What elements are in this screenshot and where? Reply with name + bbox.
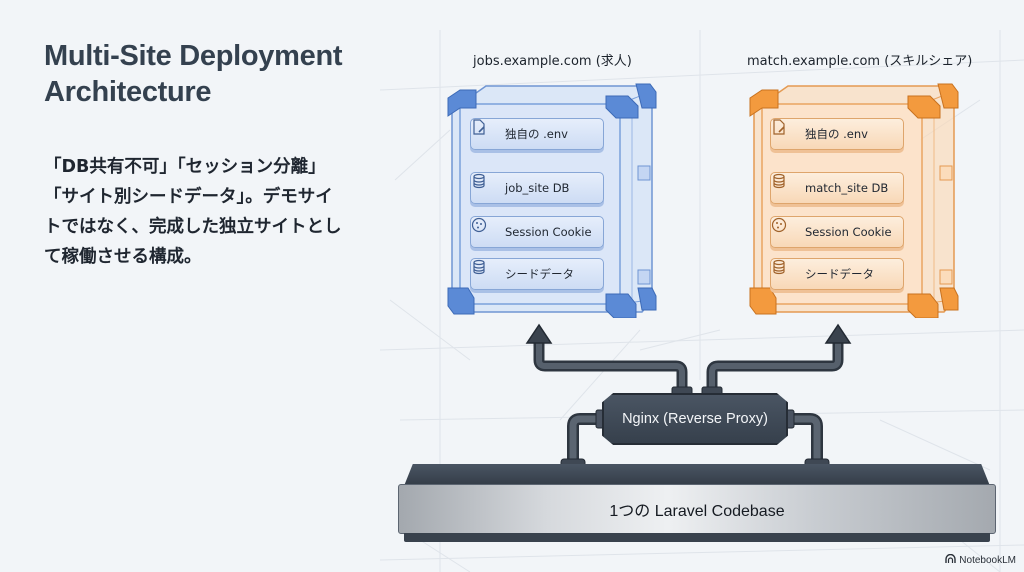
file-edit-icon: [773, 119, 797, 142]
module-db: job_site DB: [470, 172, 604, 204]
module-db: match_site DB: [770, 172, 904, 204]
module-label: シードデータ: [505, 267, 574, 281]
codebase-top-plate: [404, 464, 990, 486]
module-label: 独自の .env: [805, 127, 868, 141]
site-cabinet-match: 独自の .env match_site DB Session Cookie シー…: [748, 78, 960, 318]
module-seed: シードデータ: [470, 258, 604, 290]
page-title: Multi-Site Deployment Architecture: [44, 38, 343, 110]
cookie-icon: [471, 217, 497, 240]
database-icon: [473, 259, 497, 282]
brand-label: NotebookLM: [959, 554, 1016, 566]
database-icon: [473, 173, 497, 196]
notebooklm-logo-icon: [945, 553, 956, 566]
module-session: Session Cookie: [770, 216, 904, 248]
cookie-icon: [771, 217, 797, 240]
module-label: job_site DB: [505, 181, 570, 195]
codebase-bar: 1つの Laravel Codebase: [398, 484, 996, 534]
file-edit-icon: [473, 119, 497, 142]
description-text: 「DB共有不可」「セッション分離」「サイト別シードデータ」。デモサイトではなく、…: [44, 157, 342, 267]
module-env: 独自の .env: [770, 118, 904, 150]
site-label-jobs: jobs.example.com (求人): [473, 54, 632, 69]
module-env: 独自の .env: [470, 118, 604, 150]
nginx-label: Nginx (Reverse Proxy): [622, 411, 768, 427]
module-seed: シードデータ: [770, 258, 904, 290]
codebase-label: 1つの Laravel Codebase: [609, 503, 785, 520]
brand-watermark: NotebookLM: [945, 553, 1016, 566]
site-cabinet-jobs: 独自の .env job_site DB Session Cookie シードデ…: [446, 78, 658, 318]
module-label: Session Cookie: [805, 225, 892, 239]
arrow-to-match-icon: [824, 323, 852, 344]
page-title-line-2: Architecture: [44, 76, 212, 108]
module-label: シードデータ: [805, 267, 874, 281]
module-label: 独自の .env: [505, 127, 568, 141]
page-title-line-1: Multi-Site Deployment: [44, 40, 343, 72]
module-session: Session Cookie: [470, 216, 604, 248]
codebase-base-plate: [404, 533, 990, 542]
module-label: Session Cookie: [505, 225, 592, 239]
module-label: match_site DB: [805, 181, 889, 195]
database-icon: [773, 259, 797, 282]
site-label-match: match.example.com (スキルシェア): [747, 54, 973, 69]
database-icon: [773, 173, 797, 196]
arrow-to-jobs-icon: [525, 323, 553, 344]
nginx-proxy-box: Nginx (Reverse Proxy): [602, 393, 788, 445]
